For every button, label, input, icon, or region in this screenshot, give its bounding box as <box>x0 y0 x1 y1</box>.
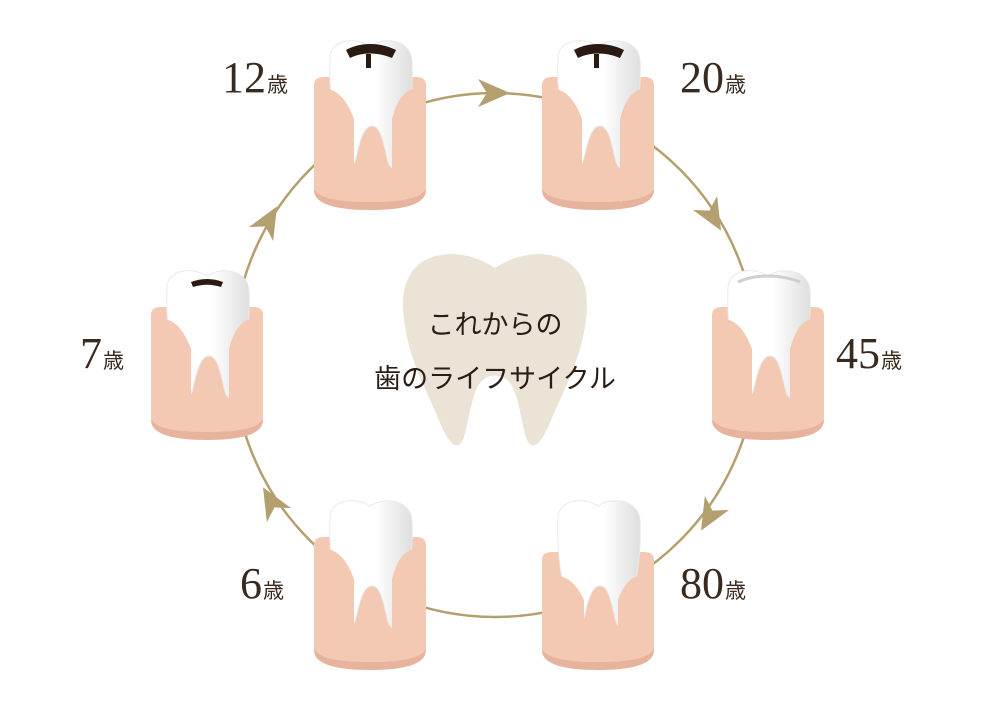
age-label-20: 20歳 <box>680 56 746 100</box>
age-unit: 歳 <box>881 349 902 373</box>
age-unit: 歳 <box>725 579 746 603</box>
age-unit: 歳 <box>725 73 746 97</box>
arrow-icon <box>478 79 510 107</box>
age-number: 45 <box>836 329 880 378</box>
diagram-title-line1: これからの <box>427 310 563 341</box>
arrow-icon <box>692 195 721 231</box>
age-number: 7 <box>80 329 102 378</box>
age-number: 20 <box>680 53 724 102</box>
age-unit: 歳 <box>263 579 284 603</box>
diagram-title-line2: 歯のライフサイクル <box>374 364 616 395</box>
tooth-icon <box>712 270 824 440</box>
arrow-icon <box>263 487 292 523</box>
tooth-icon <box>314 500 426 670</box>
age-label-6: 6歳 <box>240 562 284 606</box>
age-label-12: 12歳 <box>222 56 288 100</box>
age-number: 6 <box>240 559 262 608</box>
tooth-icon <box>542 500 654 670</box>
age-unit: 歳 <box>267 73 288 97</box>
age-label-80: 80歳 <box>680 562 746 606</box>
age-label-7: 7歳 <box>80 332 124 376</box>
tooth-icon <box>151 270 263 440</box>
age-unit: 歳 <box>103 349 124 373</box>
tooth-icon <box>314 40 426 210</box>
age-number: 80 <box>680 559 724 608</box>
center-tooth-icon <box>402 254 588 446</box>
age-number: 12 <box>222 53 266 102</box>
arrow-icon <box>701 495 730 531</box>
arrow-icon <box>248 206 277 242</box>
age-label-45: 45歳 <box>836 332 902 376</box>
tooth-icon <box>542 40 654 210</box>
